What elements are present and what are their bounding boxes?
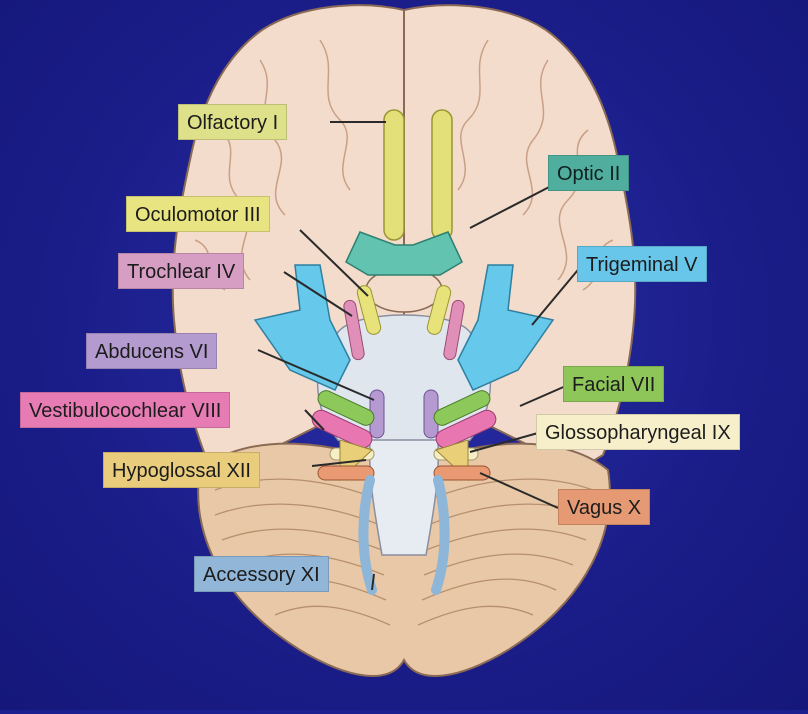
label-vagus: Vagus X	[558, 489, 650, 525]
label-trochlear: Trochlear IV	[118, 253, 244, 289]
label-facial: Facial VII	[563, 366, 664, 402]
label-optic: Optic II	[548, 155, 629, 191]
label-accessory: Accessory XI	[194, 556, 329, 592]
label-glossopharyngeal: Glossopharyngeal IX	[536, 414, 740, 450]
label-oculomotor: Oculomotor III	[126, 196, 270, 232]
label-olfactory: Olfactory I	[178, 104, 287, 140]
label-hypoglossal: Hypoglossal XII	[103, 452, 260, 488]
label-trigeminal: Trigeminal V	[577, 246, 707, 282]
corner-mark	[0, 674, 34, 714]
label-vestibulocochlear: Vestibulocochlear VIII	[20, 392, 230, 428]
label-abducens: Abducens VI	[86, 333, 217, 369]
medulla	[370, 440, 439, 555]
